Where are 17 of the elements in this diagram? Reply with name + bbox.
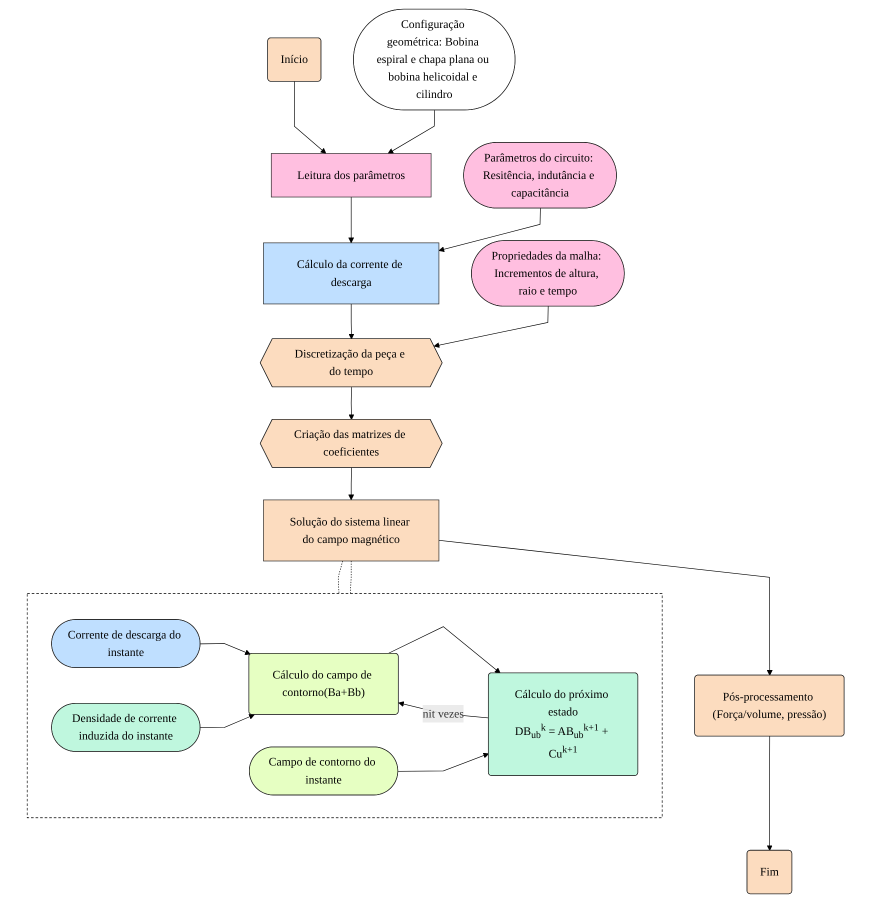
process-box: Fim <box>746 850 792 894</box>
input-ellipse: Campo de contorno do instante <box>249 746 398 796</box>
edge-label: nit vezes <box>422 704 464 722</box>
preparation-hexagon: Criação das matrizes de coeficientes <box>260 419 443 468</box>
input-ellipse: Propriedades da malha: Incrementos de altura, raio e tempo <box>471 240 625 307</box>
process-box: Cálculo do próximo estado DB$_{ub}$$^{k}$ = AB$_{ub}$$^{k+1}$ + Cu$^{k+1}$ <box>488 672 638 776</box>
preparation-hexagon: Discretização da peça e do tempo <box>260 338 443 388</box>
process-box: Cálculo da corrente de descarga <box>263 242 440 304</box>
input-ellipse: Parâmetros do circuito: Resitência, indutância e capacitância <box>464 142 618 208</box>
input-ellipse: Densidade de corrente induzida do instante <box>52 703 201 752</box>
process-box: Cálculo do campo de contorno(Ba+Bb) <box>248 652 399 715</box>
input-ellipse: Corrente de descarga do instante <box>52 619 201 668</box>
process-box: Pós-processamento (Força/volume, pressão) <box>694 674 845 736</box>
input-ellipse: Configuração geométrica: Bobina espiral e chapa plana ou bobina helicoidal e cilindro <box>353 8 516 110</box>
process-box: Solução do sistema linear do campo magnético <box>263 500 440 562</box>
process-box: Leitura dos parâmetros <box>271 153 432 198</box>
process-box: Início <box>268 37 322 82</box>
